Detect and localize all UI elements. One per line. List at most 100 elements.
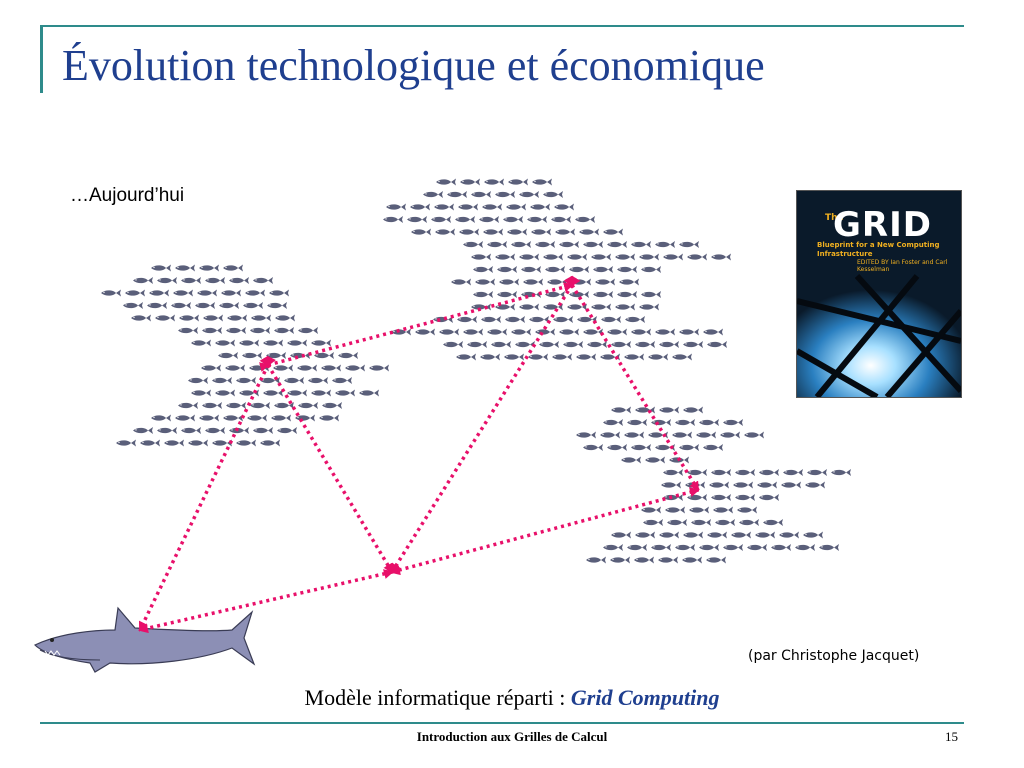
fish: [263, 389, 283, 397]
fish: [511, 328, 531, 336]
fish: [658, 556, 678, 564]
fish: [178, 327, 198, 334]
fish: [831, 469, 851, 476]
fish: [593, 291, 613, 298]
fish: [383, 216, 403, 223]
fish: [311, 339, 331, 347]
fish: [369, 364, 389, 372]
fish: [332, 377, 352, 384]
fish: [223, 414, 243, 422]
fish: [659, 406, 679, 414]
fish: [226, 402, 246, 409]
fish: [563, 341, 583, 348]
fish: [191, 389, 211, 397]
arrow-school1-school2: [258, 282, 574, 372]
fish: [274, 327, 294, 334]
book-cover-art: [797, 191, 961, 397]
fish: [703, 328, 723, 336]
image-credit: (par Christophe Jacquet): [748, 648, 920, 664]
fish: [759, 494, 779, 501]
fish: [338, 352, 358, 359]
fish: [679, 241, 699, 248]
fish: [593, 266, 613, 273]
fish: [539, 341, 559, 348]
fish: [687, 253, 707, 261]
fish: [687, 469, 707, 476]
fish: [173, 289, 193, 297]
fish: [713, 506, 733, 514]
fish: [587, 341, 607, 348]
fish: [617, 266, 637, 273]
fish: [191, 339, 211, 347]
fish: [503, 216, 523, 223]
fish: [583, 444, 603, 451]
fish: [755, 531, 775, 539]
fish: [559, 241, 579, 248]
fish: [253, 427, 273, 434]
fish: [497, 291, 517, 298]
fish: [212, 377, 232, 384]
fish: [600, 431, 620, 439]
fish: [579, 228, 599, 236]
fish: [591, 303, 611, 311]
book-the: The: [825, 213, 844, 223]
fish: [591, 253, 611, 261]
caption-emphasis: Grid Computing: [570, 685, 720, 710]
subtitle: …Aujourd’hui: [70, 185, 185, 206]
fish: [707, 341, 727, 348]
fish: [475, 278, 495, 286]
fish: [635, 341, 655, 348]
fish: [610, 556, 630, 564]
fish: [634, 556, 654, 564]
fish: [731, 531, 751, 539]
fish: [763, 519, 783, 526]
fish: [471, 191, 491, 198]
fish: [123, 302, 143, 309]
fish: [627, 419, 647, 426]
fish: [431, 216, 451, 223]
fish: [575, 216, 595, 223]
fish: [519, 191, 539, 198]
fish: [253, 277, 273, 284]
fish: [181, 427, 201, 434]
fish: [218, 352, 238, 359]
fish: [188, 439, 208, 447]
fish: [675, 544, 695, 551]
fish: [471, 253, 491, 261]
fish: [202, 402, 222, 409]
fish: [215, 389, 235, 397]
fish: [245, 289, 265, 297]
fish: [219, 302, 239, 309]
fish: [164, 439, 184, 447]
fish: [683, 406, 703, 414]
fish: [457, 316, 477, 323]
fish: [781, 481, 801, 489]
fish: [699, 544, 719, 551]
fish: [711, 253, 731, 261]
fish: [711, 469, 731, 476]
fish: [603, 544, 623, 551]
fish: [263, 339, 283, 347]
fish: [707, 531, 727, 539]
fish: [460, 178, 480, 186]
fish: [101, 289, 121, 297]
fish: [607, 241, 627, 248]
fish: [443, 341, 463, 348]
fish: [675, 419, 695, 426]
fish: [481, 316, 501, 323]
fish: [747, 544, 767, 551]
fish: [567, 253, 587, 261]
fish: [157, 277, 177, 284]
fish: [663, 253, 683, 261]
fish: [507, 228, 527, 236]
fish: [497, 266, 517, 273]
fish: [133, 427, 153, 434]
fish: [607, 328, 627, 336]
caption: Modèle informatique réparti : Grid Compu…: [0, 685, 1024, 711]
fish: [423, 191, 443, 198]
fish: [519, 303, 539, 311]
arrow-school2-school3: [563, 275, 700, 492]
fish: [523, 278, 543, 286]
fish: [435, 228, 455, 236]
fish: [720, 431, 740, 439]
